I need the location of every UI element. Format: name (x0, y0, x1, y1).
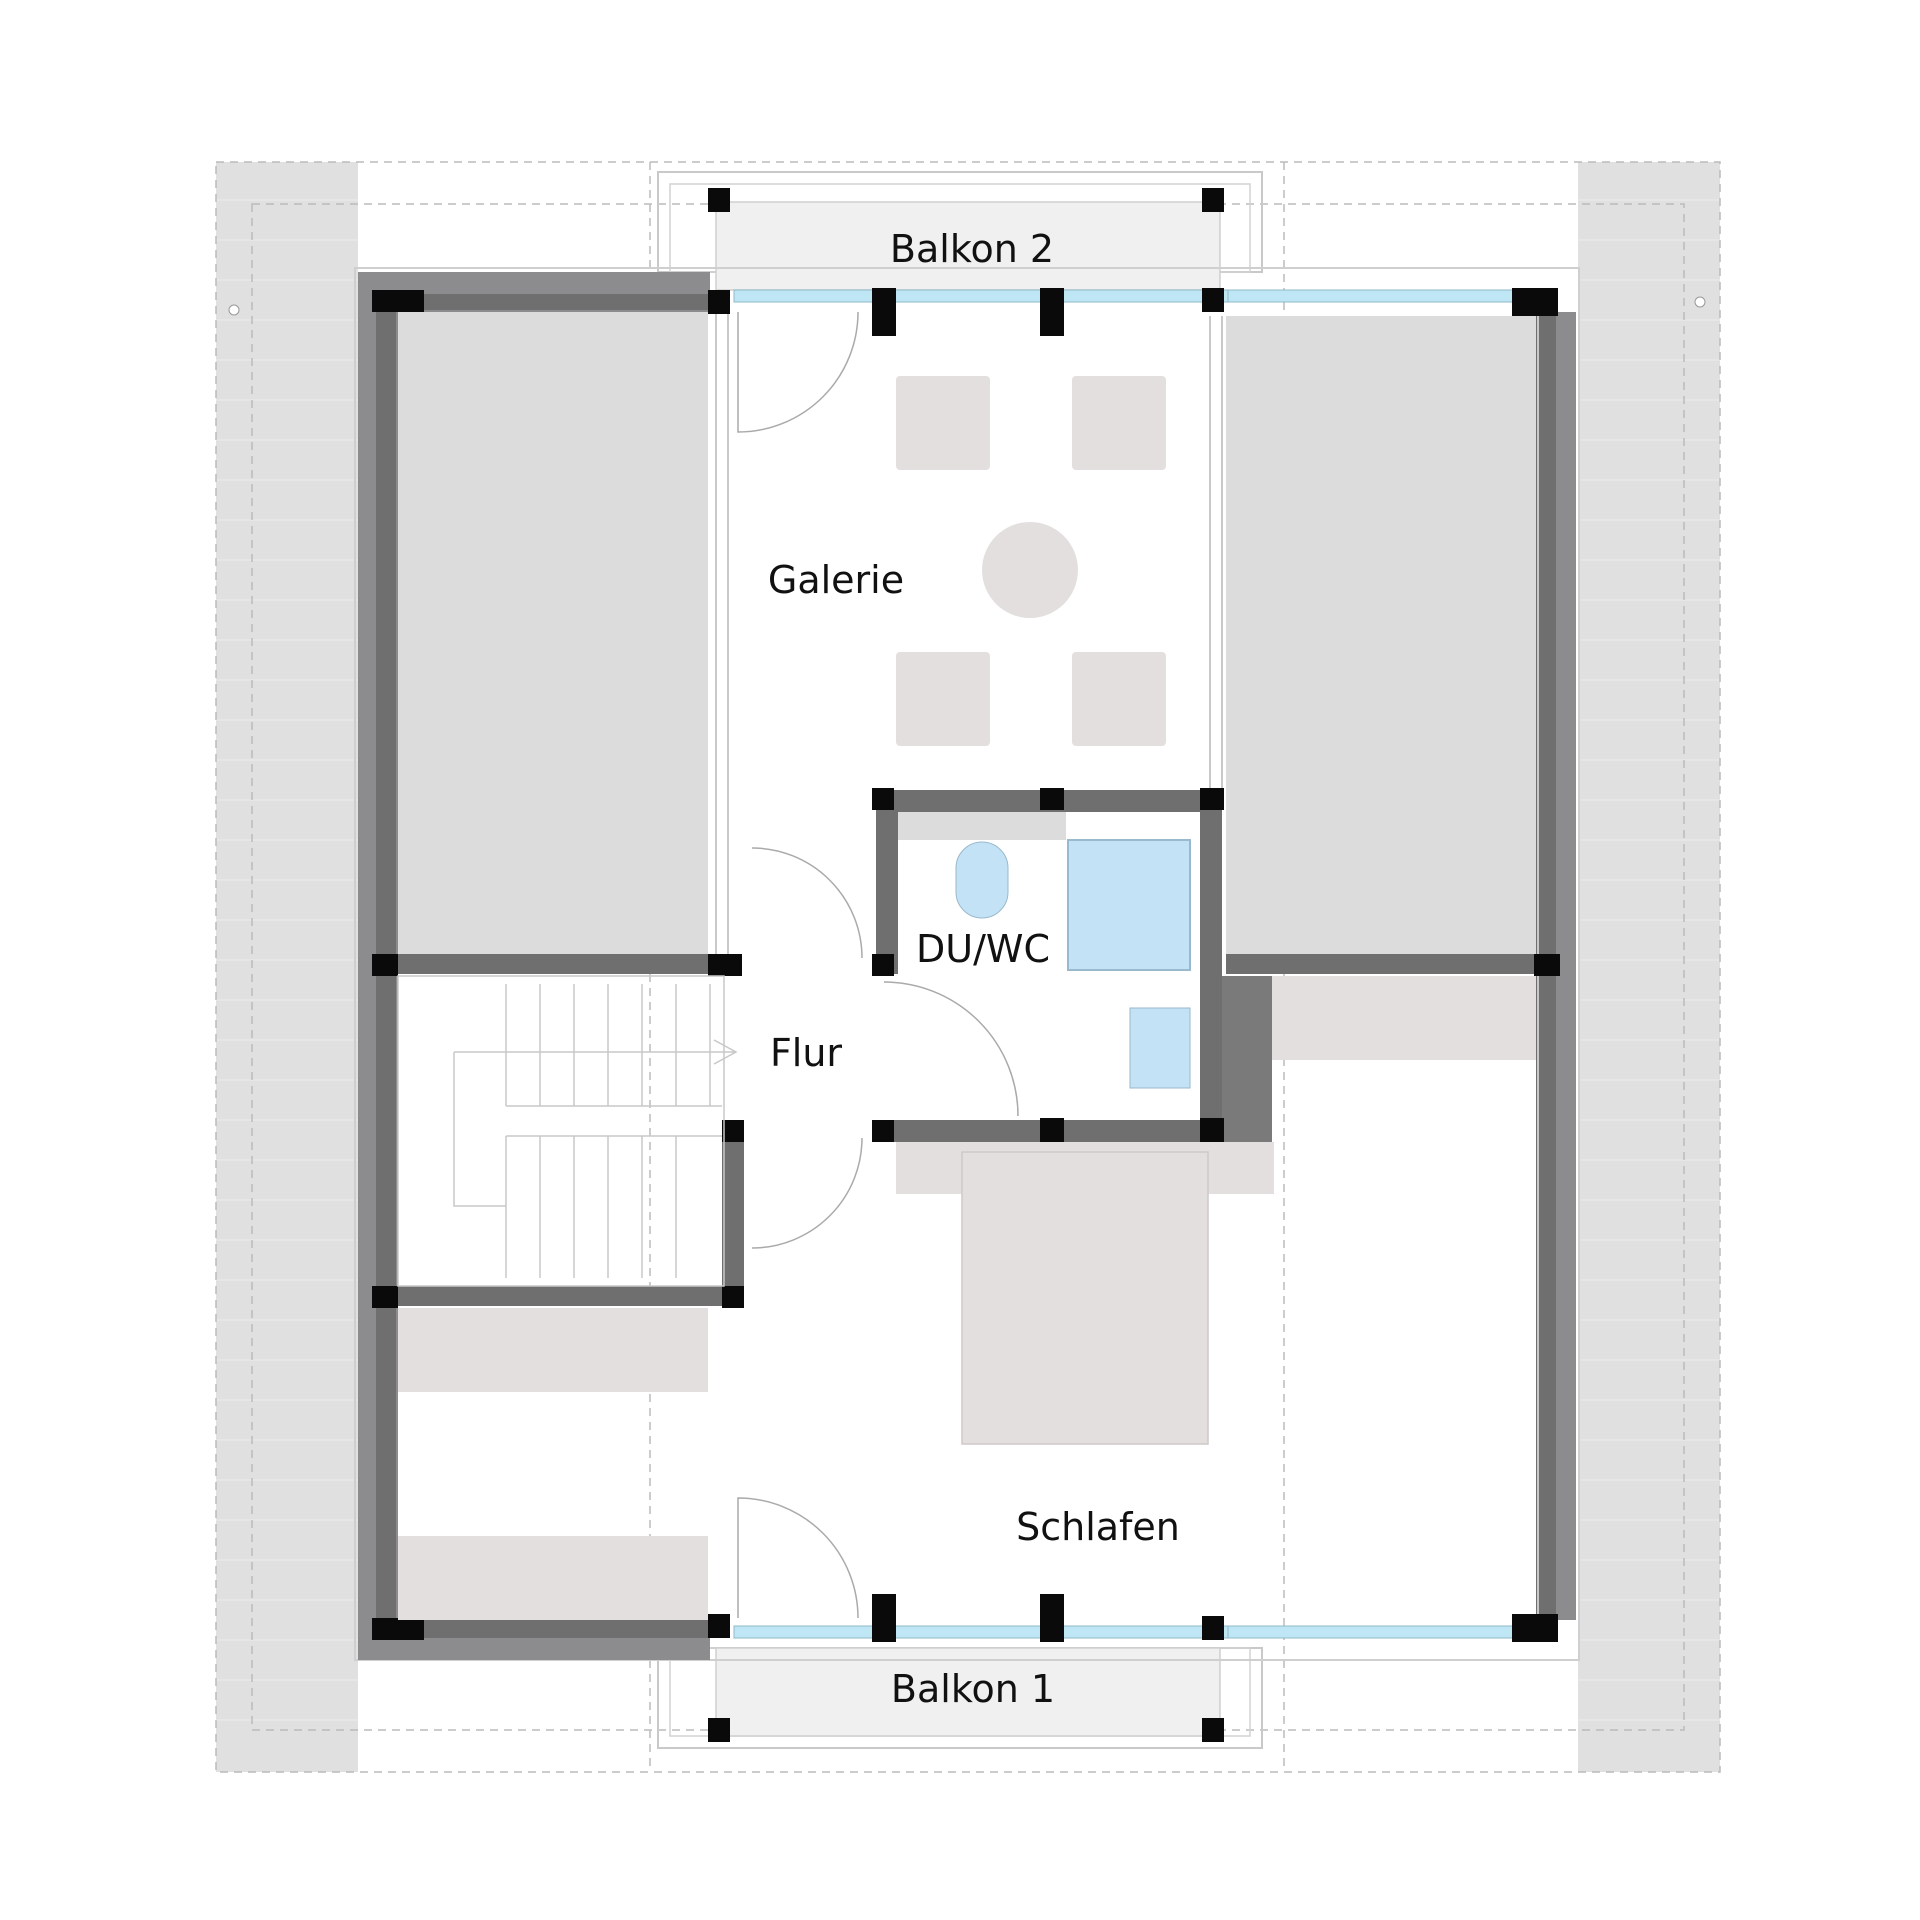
galerie-furniture (896, 376, 1166, 746)
label-schlafen: Schlafen (1016, 1505, 1180, 1549)
room-labels: Balkon 2 Galerie DU/WC Flur Schlafen Bal… (768, 227, 1180, 1711)
roof-overhang-left (216, 162, 358, 1772)
roof-overhang (216, 162, 1720, 1772)
bedroom-furniture (398, 976, 1536, 1620)
balcony-2 (657, 171, 1263, 291)
roof-marker-left (228, 304, 240, 316)
wardrobe (1272, 976, 1536, 1060)
chair (1072, 652, 1166, 746)
interior-walls (398, 790, 1550, 1306)
chair (1072, 376, 1166, 470)
label-flur: Flur (770, 1031, 842, 1075)
washbasin (1129, 1007, 1191, 1089)
toilet (955, 841, 1009, 919)
label-balkon-2: Balkon 2 (890, 227, 1054, 271)
label-du-wc: DU/WC (916, 927, 1050, 971)
staircase (397, 975, 738, 1287)
columns (372, 188, 1560, 1742)
wardrobe (398, 1536, 708, 1620)
round-table (982, 522, 1078, 618)
roof-marker-right (1694, 296, 1706, 308)
windows (733, 289, 1517, 1639)
building-outline (354, 267, 1580, 1661)
chair (896, 376, 990, 470)
label-galerie: Galerie (768, 558, 904, 602)
wardrobe (398, 1308, 708, 1392)
roof-overhang-right (1578, 162, 1720, 1772)
balcony-1 (657, 1647, 1263, 1749)
roof-slope-zones (398, 312, 1536, 960)
label-balkon-1: Balkon 1 (891, 1667, 1055, 1711)
bathroom-fixtures (898, 812, 1191, 1089)
chair (896, 652, 990, 746)
shower (1067, 839, 1191, 971)
bed (961, 1151, 1209, 1445)
doors (737, 311, 1019, 1619)
